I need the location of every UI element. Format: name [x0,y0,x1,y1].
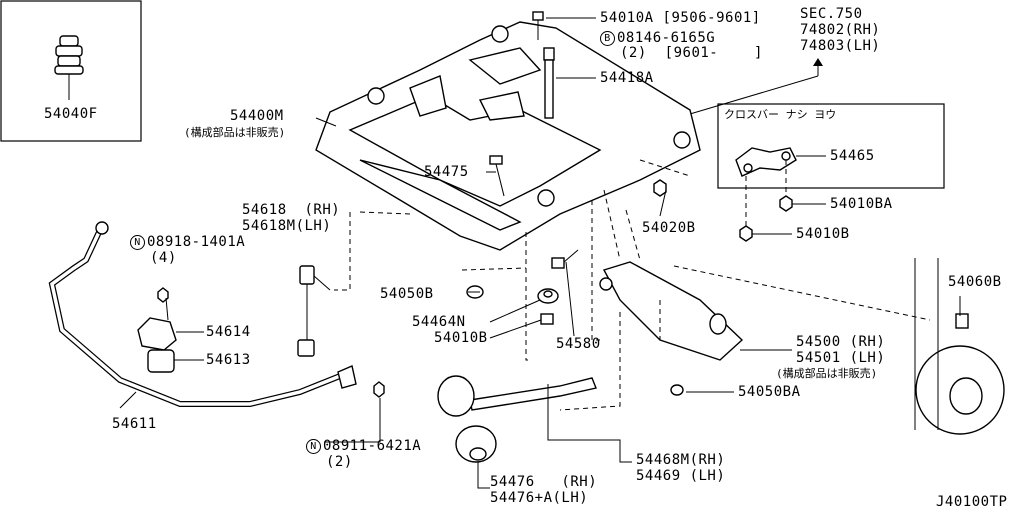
nut-08918-drawing [157,287,169,303]
part-08146-qty: (2) [9601- ] [620,45,763,61]
bolt-54580-drawing [551,249,579,269]
crossbar-box-title: クロスバー ナシ ヨウ [724,108,837,121]
part-54614-number: 54614 [206,324,251,340]
stabilizer-bar-54611-drawing [50,229,351,406]
part-54400m-note: (構成部品は非販売) [184,126,286,139]
inset-box [0,0,142,142]
clip-54040f-drawing [54,35,84,100]
nut-54050ba-drawing [670,384,684,396]
compression-rod-54468-drawing [437,375,597,417]
part-54418a-number: 54418A [600,70,654,86]
section-ref-title: SEC.750 [800,6,863,22]
part-54010ba-number: 54010BA [830,196,893,212]
part-54500-lh: 54501 (LH) [796,350,886,366]
part-54611-number: 54611 [112,416,157,432]
part-54010b-lower-number: 54010B [434,330,488,346]
section-arrow [689,58,823,115]
section-ref-rh: 74802(RH) [800,22,881,38]
part-08911-qty: (2) [326,454,353,470]
subframe-54400m-drawing [315,21,701,251]
part-54010a-number: 54010A [9506-9601] [600,10,761,26]
nut-54010b-drawing [739,225,753,242]
part-54050ba-number: 54050BA [738,384,801,400]
part-54618-rh: 54618 (RH) [242,202,341,218]
part-08918-qty: (4) [150,250,177,266]
part-54010b-top-number: 54010B [796,226,850,242]
n-circle-icon: N [130,235,145,250]
part-54060b-number: 54060B [948,274,1002,290]
n-circle-icon-2: N [306,439,321,454]
part-54050b-number: 54050B [380,286,434,302]
inset-part-label: 54040F [44,106,98,122]
b-circle-icon: B [600,31,615,46]
bracket-54614-drawing [137,317,177,351]
bushing-54476-drawing [455,425,497,463]
nut-08911-drawing [373,381,385,398]
bushing-54464n-drawing [537,288,559,304]
connecting-rod-54618-drawing [297,265,331,357]
brake-disc-54060b-drawing [914,258,1005,435]
diagram-id: J40100TP [936,494,1008,510]
part-54464n-number: 54464N [412,314,466,330]
part-54465-number: 54465 [830,148,875,164]
section-ref-lh: 74803(LH) [800,38,881,54]
bolt-54418a-drawing [543,47,555,119]
part-54500-note: (構成部品は非販売) [776,367,878,380]
part-54613-number: 54613 [206,352,251,368]
part-54476-rh: 54476 (RH) [490,474,598,490]
part-54400m-number: 54400M [230,108,284,124]
part-54476-lh: 54476+A(LH) [490,490,589,506]
bolt-54475-drawing [489,155,505,197]
bracket-54465-drawing [735,147,797,177]
lower-arm-54500-drawing [599,261,744,361]
part-54618-lh: 54618M(LH) [242,218,332,234]
bolt-54010a-drawing [532,11,544,40]
nut-54020b-drawing [653,179,667,197]
bushing-54613-drawing [147,349,175,373]
nut-54010b-lower-drawing [540,313,554,325]
nut-54010ba-drawing [779,195,793,212]
part-54500-rh: 54500 (RH) [796,334,886,350]
part-54580-number: 54580 [556,336,601,352]
part-54468-lh: 54469 (LH) [636,468,726,484]
part-54020b-number: 54020B [642,220,696,236]
crossbar-box [717,103,945,189]
part-54475-number: 54475 [424,164,469,180]
part-54468-rh: 54468M(RH) [636,452,726,468]
